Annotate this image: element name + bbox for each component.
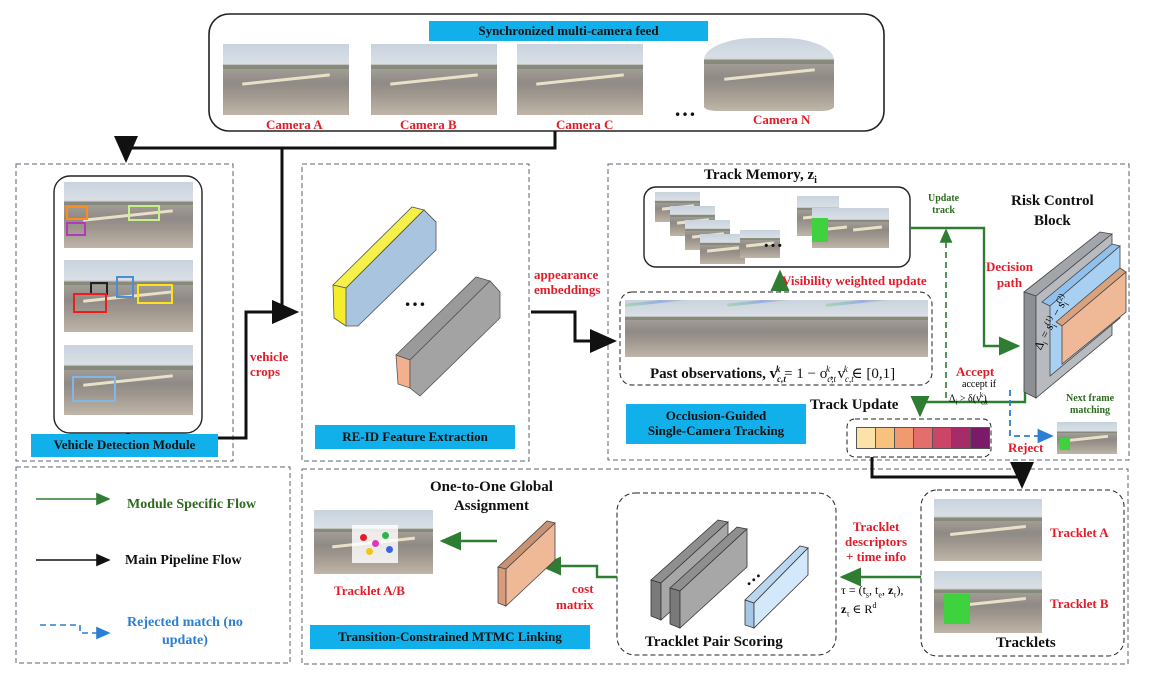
pair-scoring-frame xyxy=(616,492,837,656)
past-observations-frame xyxy=(619,291,933,386)
tracklet-a-image xyxy=(934,499,1042,561)
mtmc-marker xyxy=(382,532,389,539)
legend-module-flow: Module Specific Flow xyxy=(127,497,257,512)
track-update-label: Track Update xyxy=(810,397,899,413)
assignment-slab xyxy=(497,520,556,607)
reject-arrow xyxy=(1009,390,1054,444)
mtmc-marker xyxy=(386,546,393,553)
decision-path-label: Decision path xyxy=(986,259,1033,290)
feed-to-detection-arrow xyxy=(114,131,557,163)
tracklets-title: Tracklets xyxy=(996,635,1056,651)
detection-bbox xyxy=(73,293,107,313)
tracklets-frame xyxy=(920,489,1125,657)
palette-swatch xyxy=(914,427,933,449)
risk-control-title: Risk Control Block xyxy=(1011,193,1094,229)
mtmc-module-box xyxy=(301,468,1129,665)
palette-to-tracklets-arrow xyxy=(870,457,1034,489)
past-observation-frame-2 xyxy=(727,300,826,357)
update-track-label: Update track xyxy=(928,193,960,216)
legend-rejected: Rejected match (no update) xyxy=(127,615,243,649)
detection-bbox xyxy=(128,205,160,221)
palette-swatch xyxy=(876,427,895,449)
reid-slab-yellow xyxy=(332,206,437,327)
accept-label: Accept xyxy=(956,364,995,379)
tracklet-b-highlight xyxy=(944,594,970,624)
memory-ellipsis: … xyxy=(763,230,783,252)
past-observation-frame-1 xyxy=(625,300,727,357)
past-observation-frame-3 xyxy=(826,300,928,357)
detection-caption: Vehicle Detection Module xyxy=(31,434,218,457)
feed-title: Synchronized multi-camera feed xyxy=(429,21,708,41)
palette-swatch xyxy=(895,427,914,449)
detection-bbox xyxy=(72,376,116,402)
camera-c-image xyxy=(517,44,643,115)
legend-main-flow: Main Pipeline Flow xyxy=(125,553,242,568)
visibility-update-label: Visibility weighted update xyxy=(782,273,927,288)
reid-module-box xyxy=(301,163,530,462)
legend-blue-arrow xyxy=(40,624,111,640)
pair-scoring-slabs xyxy=(650,519,809,629)
palette-swatch xyxy=(933,427,952,449)
truck-highlight xyxy=(812,218,828,242)
camera-a-label: Camera A xyxy=(266,117,323,132)
palette-swatch xyxy=(856,427,876,449)
detection-bbox xyxy=(137,284,173,304)
mtmc-caption: Transition-Constrained MTMC Linking xyxy=(310,625,590,649)
mtmc-marker xyxy=(366,548,373,555)
risk-control-block xyxy=(1023,231,1127,399)
tracklet-a-label: Tracklet A xyxy=(1050,525,1109,540)
tau-definition: τ = (ts, te, zτ), zτ ∈ Rd xyxy=(841,583,904,619)
mtmc-marker xyxy=(372,540,379,547)
detection-bbox xyxy=(116,276,134,298)
reid-caption: RE-ID Feature Extraction xyxy=(315,425,515,449)
assignment-title: One-to-One Global Assignment xyxy=(430,479,553,514)
reject-label: Reject xyxy=(1008,440,1044,455)
tracking-caption: Occlusion-Guided Single-Camera Tracking xyxy=(626,404,806,444)
memory-frame-8 xyxy=(847,208,889,248)
detection-bbox xyxy=(66,222,86,236)
reid-slab-salmon xyxy=(395,276,501,397)
update-palette xyxy=(856,427,990,449)
vehicle-crops-label: vehicle crops xyxy=(250,349,289,379)
tracklet-b-label: Tracklet B xyxy=(1050,596,1109,611)
feed-to-reid-arrow xyxy=(272,148,299,324)
past-observations-label: Past observations, vc,tk = 1 − oc,tk, vc… xyxy=(650,364,896,384)
camera-n-label: Camera N xyxy=(753,112,811,127)
descriptors-label: Tracklet descriptors + time info xyxy=(845,519,908,564)
accept-condition: Δi > δ(vc,tk) xyxy=(949,391,988,407)
scoring-title: Tracklet Pair Scoring xyxy=(645,634,783,650)
feed-frame xyxy=(208,13,885,132)
mtmc-marker xyxy=(360,534,367,541)
camera-b-label: Camera B xyxy=(400,117,457,132)
reid-to-tracking-arrow xyxy=(531,310,617,353)
cost-matrix-label: cost matrix xyxy=(556,581,594,612)
palette-swatch xyxy=(971,427,990,449)
memory-frame-4 xyxy=(700,234,745,264)
track-memory-title: Track Memory, zi xyxy=(704,167,817,186)
tracking-module-box xyxy=(607,163,1130,461)
accept-if-label: accept if xyxy=(962,379,997,390)
legend-box xyxy=(15,466,291,664)
camera-n-image xyxy=(704,38,834,111)
next-frame-highlight xyxy=(1060,438,1070,450)
detection-bbox xyxy=(66,206,88,220)
camera-c-label: Camera C xyxy=(556,117,614,132)
detection-module-box xyxy=(15,163,234,462)
memory-frame-5 xyxy=(740,230,780,258)
camera-a-image xyxy=(223,44,349,115)
reid-ellipsis: … xyxy=(404,286,426,311)
palette-frame xyxy=(846,418,992,458)
next-frame-label: Next frame matching xyxy=(1066,393,1115,416)
camera-b-image xyxy=(371,44,497,115)
detection-image-3 xyxy=(64,345,193,415)
appearance-embeddings-label: appearance embeddings xyxy=(534,267,601,297)
mtmc-result-label: Tracklet A/B xyxy=(334,583,405,598)
scoring-to-assignment-arrow xyxy=(539,556,617,579)
decision-path-arrow xyxy=(910,226,1021,356)
camera-ellipsis: … xyxy=(674,96,696,121)
palette-swatch xyxy=(952,427,971,449)
